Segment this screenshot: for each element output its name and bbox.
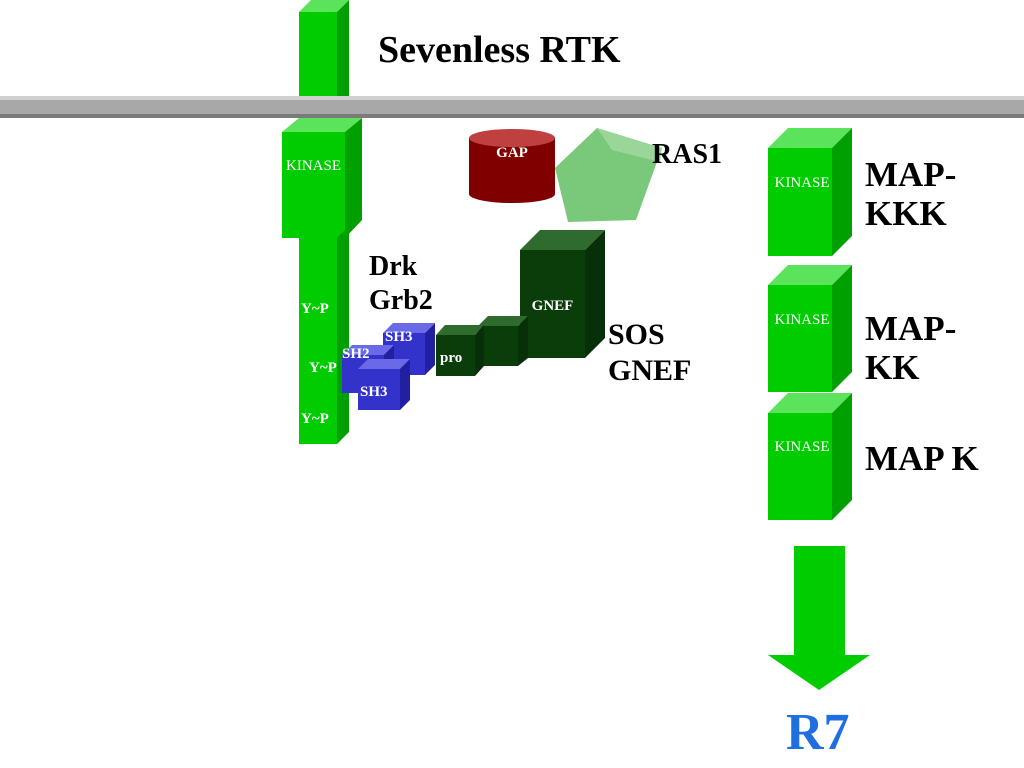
map-kkk-label: MAP- KKK — [865, 155, 957, 233]
drk-grb2-label: Drk Grb2 — [369, 251, 433, 316]
sos-linker-block — [478, 316, 528, 366]
sos-gnef-label: SOS GNEF — [608, 318, 692, 387]
down-arrow-icon — [768, 546, 870, 690]
map-k-label: MAP K — [865, 439, 979, 478]
drk-sh3-bottom — [358, 359, 410, 410]
map-kkk-block — [768, 128, 852, 256]
map-kk-kinase-label: KINASE — [774, 312, 830, 328]
r7-output-label: R7 — [786, 704, 850, 761]
receptor-kinase-label: KINASE — [286, 158, 341, 174]
drk-sh2-label: SH2 — [342, 346, 370, 362]
gap-protein — [469, 129, 555, 203]
phospho-site-3: Y~P — [301, 411, 329, 427]
diagram-title: Sevenless RTK — [378, 29, 621, 71]
map-k-block — [768, 393, 852, 520]
map-kkk-kinase-label: KINASE — [774, 175, 830, 191]
receptor-extracellular — [299, 0, 349, 96]
drk-sh3-bottom-label: SH3 — [360, 384, 388, 400]
map-kk-block — [768, 265, 852, 392]
drk-sh3-top-label: SH3 — [385, 329, 413, 345]
pro-label: pro — [440, 350, 463, 366]
ras1-protein — [555, 128, 662, 222]
map-k-kinase-label: KINASE — [774, 439, 830, 455]
sos-pro-block — [436, 325, 484, 376]
map-kk-label: MAP- KK — [865, 309, 957, 387]
gnef-block-label: GNEF — [531, 298, 574, 314]
gap-label: GAP — [496, 145, 528, 161]
cell-membrane — [0, 96, 1024, 118]
phospho-site-2: Y~P — [309, 360, 337, 376]
receptor-kinase-domain — [282, 118, 362, 238]
ras1-label: RAS1 — [652, 139, 723, 170]
sos-gnef-block — [520, 230, 605, 358]
phospho-site-1: Y~P — [301, 301, 329, 317]
